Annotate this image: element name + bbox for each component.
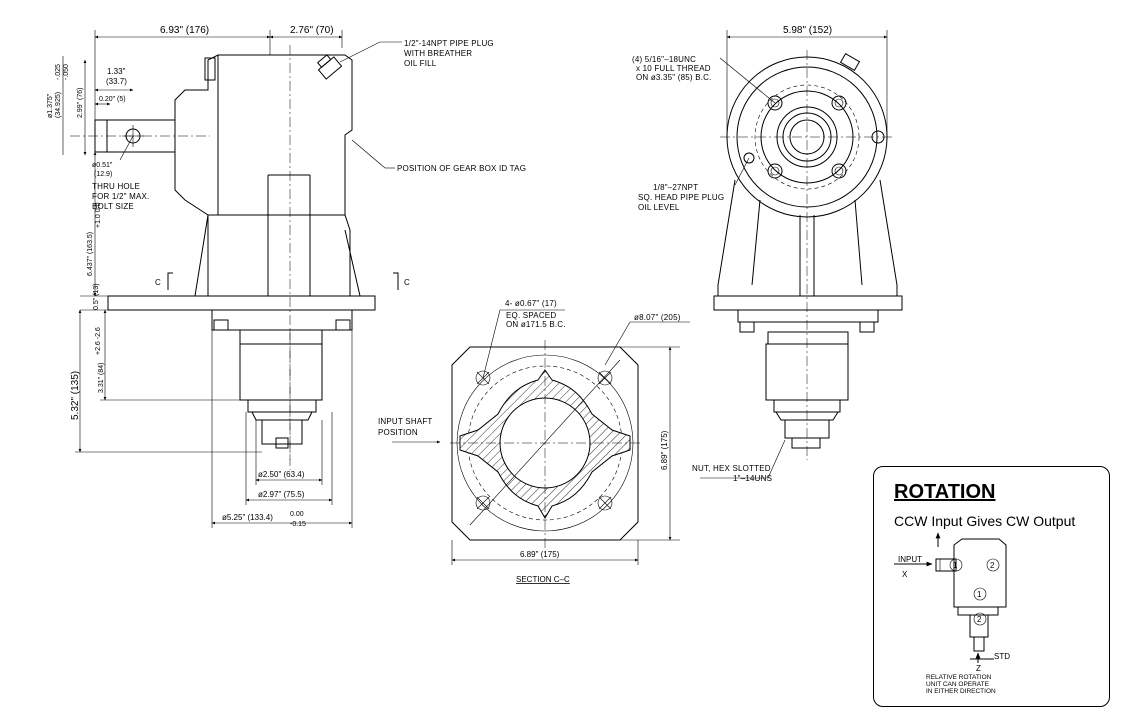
section-mark-left: C (155, 278, 161, 287)
dim-689-side: 6.89" (175) (660, 430, 669, 470)
thread-line1: (4) 5/16"–18UNC (632, 55, 696, 64)
section-mark-right: C (404, 278, 410, 287)
rotation-note-line3: IN EITHER DIRECTION (926, 688, 996, 695)
dim-299: 2.99" (76) (77, 87, 84, 118)
rotation-title: ROTATION (894, 481, 996, 503)
rotation-mark-lower-2: 2 (977, 615, 982, 624)
holes-line3: ON ø171.5 B.C. (506, 320, 566, 329)
dim-hole: ø0.51" (92, 162, 113, 169)
rotation-note-line2: UNIT CAN OPERATE (926, 681, 990, 688)
rotation-mark-lower-1: 1 (977, 590, 982, 599)
dim-133: 1.33" (107, 67, 126, 76)
rotation-subtitle: CCW Input Gives CW Output (894, 513, 1076, 529)
holes-line1: 4- ø0.67" (17) (505, 299, 557, 308)
rotation-diagram: INPUT X 1 2 1 2 Z STD RELATIVE ROTATION … (894, 532, 1010, 695)
id-tag-label: POSITION OF GEAR BOX ID TAG (397, 164, 526, 173)
dim-hole-mm: (12.9) (94, 171, 112, 178)
rotation-input-label: INPUT (898, 555, 922, 564)
thru-hole-line2: FOR 1/2" MAX. (92, 192, 149, 201)
nut-line1: NUT, HEX SLOTTED (692, 464, 771, 473)
dim-331: 3.31" (84) (98, 362, 105, 393)
dim-337: (33.7) (106, 77, 127, 86)
oil-plug-line2: SQ. HEAD PIPE PLUG (638, 193, 724, 202)
thread-line3: ON ø3.35" (85) B.C. (636, 73, 712, 82)
thru-hole-line1: THRU HOLE (92, 182, 140, 191)
rotation-panel: ROTATION CCW Input Gives CW Output INPUT… (873, 466, 1110, 707)
dim-shaft-tol-top: -.025 (55, 64, 62, 80)
dim-height: 6.437" (163.5) (87, 232, 94, 276)
oil-plug-line1: 1/8"–27NPT (653, 183, 698, 192)
rotation-z-label: Z (976, 664, 981, 673)
dim-body-width: 6.93" (176) (160, 25, 209, 36)
holes-line2: EQ. SPACED (506, 311, 556, 320)
rotation-x-label: X (902, 570, 908, 579)
thread-line2: x 10 FULL THREAD (636, 64, 711, 73)
rotation-mark-output: 2 (990, 561, 995, 570)
dim-right-width: 2.76" (70) (290, 25, 334, 36)
dim-shaft-tol-bot: -.050 (63, 64, 70, 80)
thru-hole-line3: BOLT SIZE (92, 202, 134, 211)
dim-689-bottom: 6.89" (175) (520, 550, 560, 559)
side-view: 5.98" (152) (632, 25, 903, 483)
dim-525-tol-bot: -0.15 (290, 521, 306, 528)
section-title: SECTION C–C (516, 575, 570, 584)
dim-020: 0.20" (5) (99, 96, 126, 103)
rotation-note-line1: RELATIVE ROTATION (926, 674, 992, 681)
dim-525: ø5.25" (133.4) (222, 513, 273, 522)
dim-height-tol: +1.0 0.0 (95, 202, 102, 228)
dim-250: ø2.50" (63.4) (258, 470, 305, 479)
dim-shaft-dia: ø1.375" (47, 93, 54, 118)
dim-532: 5.32" (135) (70, 371, 81, 420)
input-shaft-line1: INPUT SHAFT (378, 417, 433, 426)
dim-807: ø8.07" (205) (634, 313, 681, 322)
pipe-plug-line2: WITH BREATHER (404, 49, 472, 58)
dim-598: 5.98" (152) (783, 25, 832, 36)
pipe-plug-line3: OIL FILL (404, 59, 437, 68)
section-view: 6.89" (175) 6.89" (175) 4- ø0.67" (17) E… (378, 299, 690, 584)
dim-297: ø2.97" (75.5) (258, 490, 305, 499)
dim-shaft-mm: (34.925) (55, 92, 62, 118)
nut-line2: 1"–14UNS (733, 474, 772, 483)
dim-331-tol: +2.6 -2.6 (95, 327, 102, 355)
front-view: 6.93" (176) 2.76" (70) 1.33" (33.7) 0.20… (47, 25, 526, 528)
oil-plug-line3: OIL LEVEL (638, 203, 680, 212)
rotation-mark-input: 1 (953, 561, 958, 570)
rotation-std-label: STD (994, 652, 1010, 661)
pipe-plug-line1: 1/2"-14NPT PIPE PLUG (404, 39, 494, 48)
dim-525-tol-top: 0.00 (290, 511, 304, 518)
input-shaft-line2: POSITION (378, 428, 418, 437)
dim-flange: 0.5" (13) (93, 283, 100, 310)
